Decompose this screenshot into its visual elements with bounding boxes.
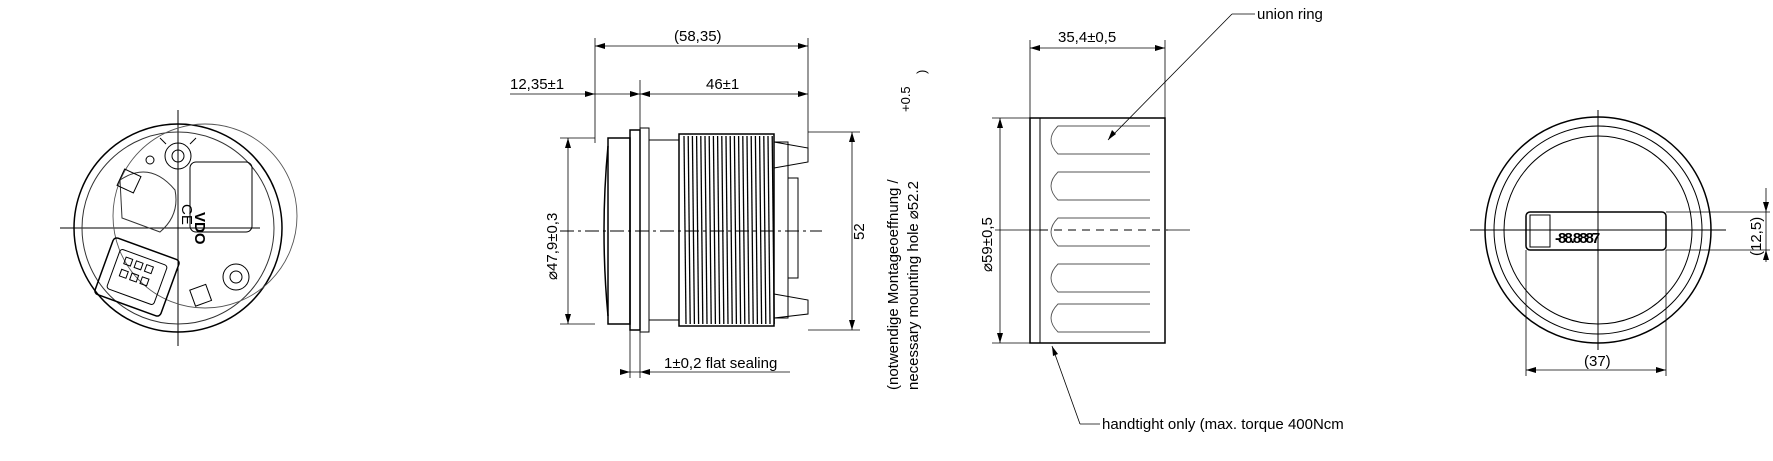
- dim-ring-width-label: 35,4±0,5: [1058, 29, 1116, 46]
- mounting-tolerance: +0.5: [898, 86, 913, 112]
- rear-view: CE VDO: [60, 110, 298, 346]
- rear-inner-circle: [81, 131, 275, 325]
- dim-overall-label: (58,35): [674, 28, 722, 45]
- vdo-logo-icon: VDO: [191, 212, 208, 245]
- rear-pocket: [119, 171, 177, 233]
- thread-line: [708, 135, 712, 325]
- dim-ring-diameter-label: ⌀59±0,5: [979, 217, 996, 272]
- leader-handtight: [1051, 345, 1081, 425]
- thread-line: [712, 135, 717, 325]
- thread-line: [729, 135, 733, 325]
- thread-line: [683, 135, 687, 325]
- thread-line: [754, 135, 759, 325]
- thread-line: [758, 135, 763, 325]
- thread-line: [687, 135, 691, 325]
- rear-offset-circle: [112, 123, 298, 309]
- dim-ring-diameter-value: 59±0,5: [979, 217, 996, 263]
- dim-diameter-label: ⌀47,9±0,3: [544, 213, 561, 280]
- front-view: -88.8887 (37) (12,5): [1470, 110, 1770, 376]
- rear-pin-hole: [145, 155, 155, 165]
- thread-line: [763, 135, 767, 325]
- side-front-lens: [603, 145, 609, 317]
- side-connector: [787, 177, 799, 279]
- side-clip-top: [773, 141, 809, 169]
- dim-thread-label: 46±1: [706, 76, 739, 93]
- grip-rib: [1050, 171, 1150, 201]
- side-back-plate: [773, 141, 789, 319]
- rear-outer-circle: [73, 123, 283, 333]
- lcd-unit-field: [1529, 214, 1551, 248]
- mounting-close-paren: ): [914, 70, 929, 74]
- label-union-ring: union ring: [1257, 6, 1323, 23]
- side-view: (58,35) 12,35±1 46±1 ⌀47,9±0,3 1±0,2 fla…: [510, 28, 929, 390]
- dim-diameter-value: 47,9±0,3: [544, 213, 561, 271]
- side-thread-lines: [683, 135, 775, 325]
- thread-line: [767, 135, 771, 325]
- dim-display-width-label: (37): [1584, 353, 1611, 370]
- grip-rib: [1050, 303, 1150, 333]
- rear-screw-bottom: [222, 263, 250, 291]
- thread-line: [750, 135, 754, 325]
- thread-line: [716, 135, 721, 325]
- grip-rib: [1050, 263, 1150, 293]
- diameter-symbol-icon: ⌀: [979, 263, 996, 272]
- dim-arrows-seal: [620, 369, 650, 375]
- thread-line: [691, 135, 696, 325]
- side-seal: [639, 127, 650, 333]
- rear-label-area: [189, 161, 253, 233]
- rear-square-nut: [189, 283, 213, 307]
- lcd-digits: -88.8887: [1555, 230, 1600, 247]
- mounting-hole-value: 52.2: [905, 181, 922, 210]
- thread-line: [742, 135, 746, 325]
- dim-seal-label: 1±0,2 flat sealing: [664, 355, 777, 372]
- side-flange: [629, 129, 641, 331]
- thread-line: [746, 135, 750, 325]
- thread-line: [721, 135, 725, 325]
- leader-union-ring-arrow: [1108, 130, 1116, 140]
- mounting-note-text: necessary mounting hole: [905, 223, 922, 390]
- leader-union-ring: [1107, 13, 1233, 141]
- thread-line: [695, 135, 700, 325]
- union-ring-view: 35,4±0,5 ⌀59±0,5 union ring handtight on…: [979, 6, 1344, 433]
- thread-line: [700, 135, 704, 325]
- note-handtight: handtight only (max. torque 400Ncm: [1102, 416, 1344, 433]
- thread-line: [725, 135, 729, 325]
- rear-screw-top: [159, 137, 197, 170]
- connector-icon: [94, 237, 180, 317]
- leader-handtight-arrow: [1052, 346, 1058, 356]
- diameter-symbol-icon: ⌀: [544, 271, 561, 280]
- ce-mark: CE: [178, 204, 195, 225]
- side-neck: [648, 139, 680, 321]
- ring-grip-ribs: [1050, 125, 1150, 333]
- lcd-display: [1525, 211, 1667, 251]
- mounting-note-line2: necessary mounting hole ⌀52.2: [905, 181, 922, 390]
- thread-line: [733, 135, 738, 325]
- dim-height-label: 52: [851, 223, 868, 240]
- dim-display-height-label: (12,5): [1748, 217, 1765, 256]
- diameter-symbol-icon: ⌀: [905, 210, 922, 219]
- side-clip-bottom: [773, 293, 809, 319]
- thread-line: [704, 135, 708, 325]
- ring-body: [1029, 117, 1166, 344]
- mounting-note-line1: (notwendige Montageoeffnung /: [885, 178, 902, 390]
- dim-front-label: 12,35±1: [510, 76, 564, 93]
- grip-rib: [1050, 125, 1150, 155]
- rear-square-lug: [116, 168, 142, 194]
- grip-rib: [1050, 217, 1150, 247]
- thread-line: [737, 135, 742, 325]
